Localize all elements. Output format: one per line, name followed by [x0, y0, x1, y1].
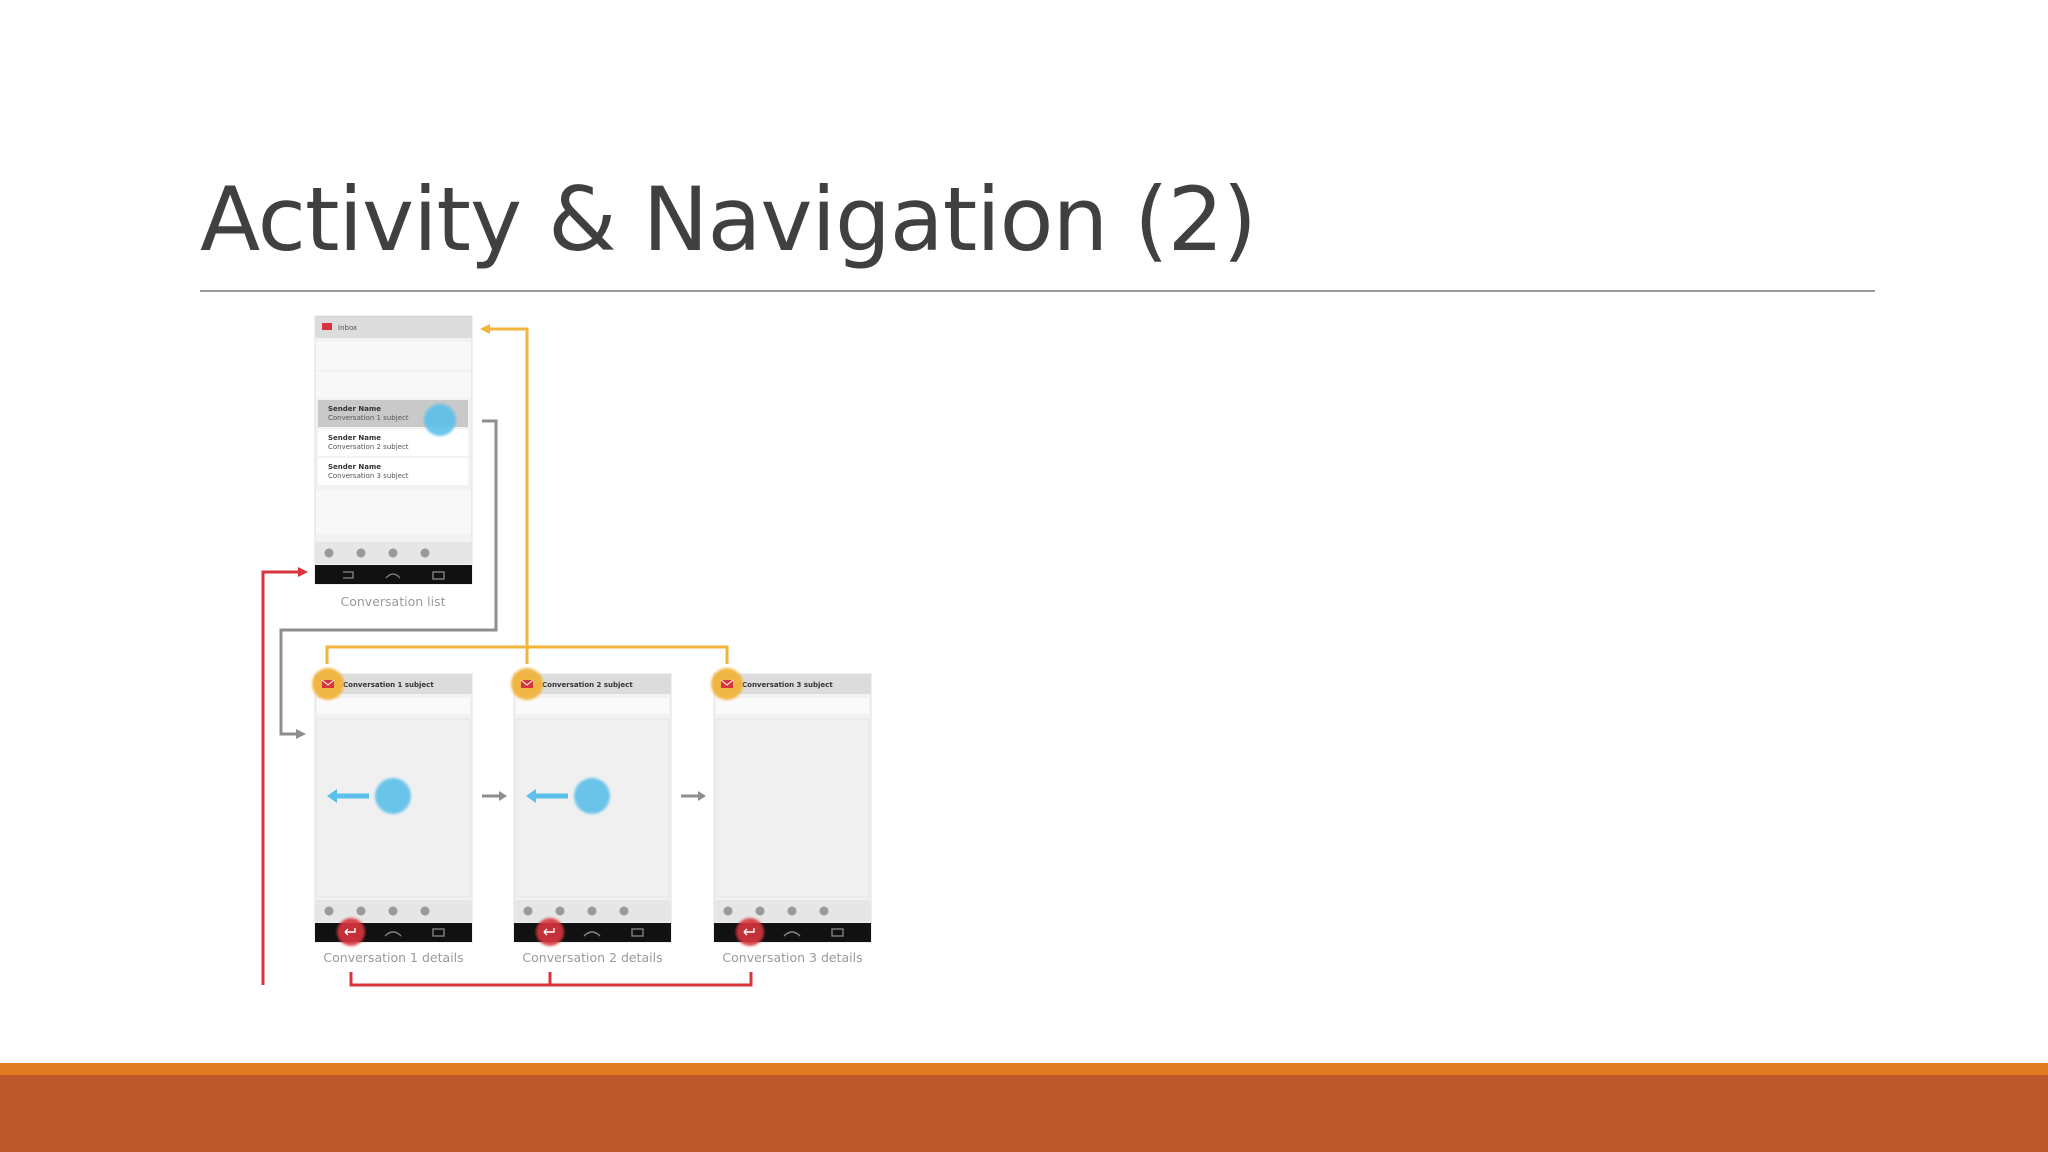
red-return-line — [261, 570, 300, 985]
list-item-2-sender: Sender Name — [328, 434, 381, 442]
navigation-diagram: Inbox Sender Name Conversation 1 subject… — [261, 315, 872, 987]
detail-caption: Conversation 3 details — [722, 950, 862, 965]
yellow-arrowhead — [480, 324, 490, 334]
yellow-up-line — [486, 327, 529, 647]
open-detail-lines — [279, 419, 706, 801]
detail-caption: Conversation 2 details — [522, 950, 662, 965]
swipe-arrow-left-icon — [327, 789, 337, 803]
action-dot — [587, 906, 597, 916]
list-item-1-subject: Conversation 1 subject — [328, 414, 409, 422]
action-dot — [420, 906, 430, 916]
action-dot — [787, 906, 797, 916]
recents-icon — [432, 928, 445, 937]
footer-accent-stripe — [0, 1063, 2048, 1075]
gmail-icon — [521, 680, 533, 688]
list-item-1-sender: Sender Name — [328, 405, 381, 413]
recents-icon — [831, 928, 844, 937]
detail-subheader — [317, 698, 470, 714]
touch-indicator — [574, 778, 610, 814]
list-item-3-subject: Conversation 3 subject — [328, 472, 409, 480]
action-dot — [555, 906, 565, 916]
detail-header-bar — [514, 674, 671, 694]
list-item-3-sender: Sender Name — [328, 463, 381, 471]
gmail-icon-envelope-flap — [321, 679, 335, 686]
swipe-arrow-left-icon — [526, 789, 536, 803]
action-dot — [723, 906, 733, 916]
action-dot — [523, 906, 533, 916]
home-icon — [583, 931, 601, 937]
footer-band — [0, 1075, 2048, 1152]
list-header-title: Inbox — [338, 324, 357, 332]
detail-subheader — [516, 698, 669, 714]
action-dot — [356, 906, 366, 916]
detail-header-title: Conversation 3 subject — [742, 681, 833, 689]
back-icon — [743, 928, 755, 936]
action-dot — [755, 906, 765, 916]
recents-icon — [631, 928, 644, 937]
list-item-2-subject: Conversation 2 subject — [328, 443, 409, 451]
gray-open-line — [279, 419, 498, 736]
title-divider — [200, 290, 1875, 292]
list-caption: Conversation list — [341, 594, 446, 609]
gray-arrowhead-open — [296, 729, 306, 739]
home-icon — [783, 931, 801, 937]
gray-arrowhead-1 — [499, 791, 507, 801]
detail-subheader — [716, 698, 869, 714]
detail-body — [715, 718, 870, 898]
home-icon — [384, 931, 402, 937]
gmail-icon-envelope-flap — [720, 679, 734, 686]
detail-header-title: Conversation 1 subject — [343, 681, 434, 689]
gmail-icon-envelope-flap — [520, 679, 534, 686]
gray-arrowhead-2 — [698, 791, 706, 801]
red-arrowhead — [298, 567, 308, 577]
touch-indicator — [424, 404, 456, 436]
back-navigation-lines — [261, 567, 753, 987]
up-navigation-lines — [325, 324, 729, 664]
slide-title: Activity & Navigation (2) — [200, 168, 1257, 271]
conversation-list-screen: Inbox Sender Name Conversation 1 subject… — [314, 315, 473, 609]
detail-caption: Conversation 1 details — [323, 950, 463, 965]
touch-indicator — [375, 778, 411, 814]
back-icon — [543, 928, 555, 936]
gmail-icon — [322, 323, 332, 330]
action-dot — [324, 906, 334, 916]
action-dot — [819, 906, 829, 916]
action-dot — [619, 906, 629, 916]
action-dot — [388, 906, 398, 916]
detail-header-bar — [714, 674, 871, 694]
detail-header-bar — [315, 674, 472, 694]
detail-header-title: Conversation 2 subject — [542, 681, 633, 689]
back-icon — [344, 928, 356, 936]
gmail-icon — [322, 680, 334, 688]
gmail-icon — [721, 680, 733, 688]
